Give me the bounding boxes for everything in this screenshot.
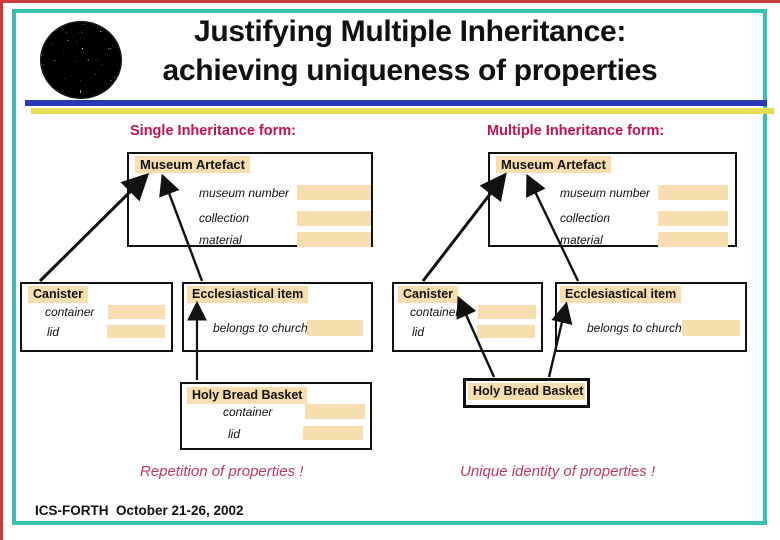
property-value-slot: [297, 211, 371, 226]
heading-multiple-inheritance: Multiple Inheritance form:: [487, 123, 665, 139]
caption-unique-identity: Unique identity of properties !: [460, 463, 656, 480]
slide-title: Justifying Multiple Inheritance: achievi…: [60, 12, 760, 90]
property-label: container: [410, 305, 460, 319]
property-value-slot: [477, 325, 535, 338]
class-label: Holy Bread Basket: [468, 383, 585, 400]
red-border-top: [0, 0, 780, 3]
title-rule-yellow: [31, 108, 774, 114]
footer-credit-date: ICS-FORTH October 21-26, 2002: [35, 503, 244, 518]
class-label: Canister: [398, 286, 459, 303]
property-label: belongs to church: [587, 321, 682, 335]
property-label: material: [560, 233, 603, 247]
property-label: collection: [199, 211, 250, 225]
property-value-slot: [107, 325, 165, 338]
property-value-slot: [307, 320, 363, 336]
property-value-slot: [297, 232, 371, 247]
property-label: container: [45, 305, 95, 319]
property-label: museum number: [199, 186, 290, 200]
property-value-slot: [478, 305, 536, 319]
slide-title-line2: achieving uniqueness of properties: [162, 54, 658, 87]
property-value-slot: [305, 404, 365, 419]
caption-repetition: Repetition of properties !: [140, 463, 304, 480]
red-border-left: [0, 0, 3, 540]
class-label: Holy Bread Basket: [187, 387, 308, 404]
property-label: belongs to church: [213, 321, 308, 335]
class-label: Ecclesiastical item: [560, 286, 682, 303]
property-value-slot: [682, 320, 740, 336]
teal-frame: [12, 9, 767, 525]
class-label: Canister: [28, 286, 89, 303]
property-value-slot: [303, 426, 363, 440]
class-label: Museum Artefact: [496, 156, 611, 173]
property-label: museum number: [560, 186, 651, 200]
property-label: lid: [412, 325, 425, 339]
heading-single-inheritance: Single Inheritance form:: [130, 123, 296, 139]
property-label: collection: [560, 211, 611, 225]
property-value-slot: [658, 211, 728, 226]
class-label: Museum Artefact: [135, 156, 250, 173]
slide-title-line1: Justifying Multiple Inheritance:: [193, 15, 627, 48]
property-value-slot: [658, 232, 728, 247]
title-rule-blue: [25, 100, 767, 106]
property-value-slot: [108, 305, 165, 319]
phaistos-disc-logo-icon: [38, 20, 124, 105]
property-value-slot: [297, 185, 371, 200]
property-label: lid: [47, 325, 60, 339]
property-value-slot: [658, 185, 728, 200]
property-label: material: [199, 233, 242, 247]
property-label: container: [223, 405, 273, 419]
class-label: Ecclesiastical item: [187, 286, 309, 303]
property-label: lid: [228, 427, 241, 441]
